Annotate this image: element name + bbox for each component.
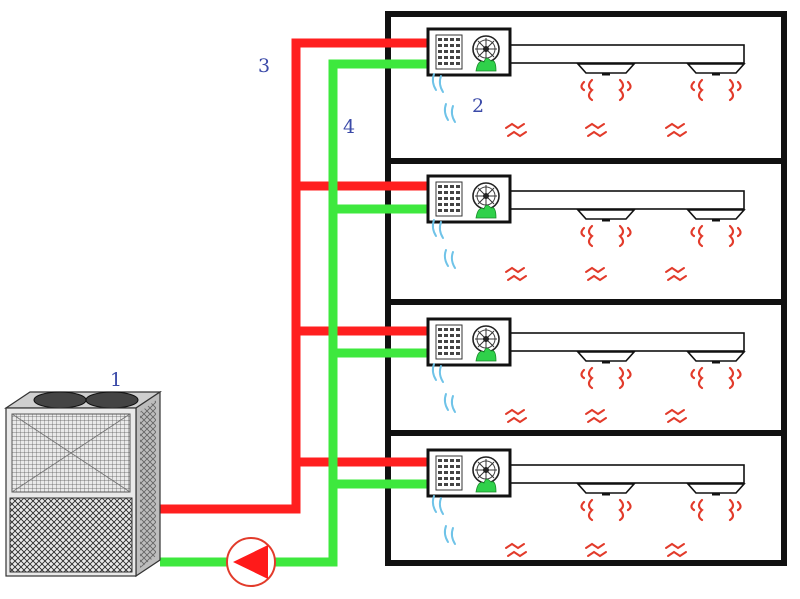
floor-4 <box>426 27 745 137</box>
condensate-drips <box>431 363 456 413</box>
diffuser-right <box>687 63 745 77</box>
room-heat-3 <box>665 543 687 557</box>
condensate-drips <box>431 73 456 123</box>
diffuser-left <box>577 63 635 77</box>
heat-waves-right <box>690 78 742 102</box>
outdoor-unit-base-grille <box>9 497 133 573</box>
floor-1 <box>426 448 745 557</box>
label-outdoor-unit: 1 <box>110 369 122 391</box>
heat-waves-right <box>690 366 742 390</box>
pump <box>226 537 276 587</box>
condensate-drips <box>431 495 456 545</box>
fan-coil-unit <box>426 317 512 367</box>
supply-pipe <box>160 38 428 514</box>
room-heat-1 <box>505 543 527 557</box>
diffuser-left <box>577 351 635 365</box>
diffuser-left <box>577 209 635 223</box>
fan-coil-unit <box>426 174 512 224</box>
room-heat-1 <box>505 123 527 137</box>
room-heat-3 <box>665 123 687 137</box>
fan-right-icon <box>85 391 139 409</box>
room-heat-3 <box>665 409 687 423</box>
diffuser-right <box>687 209 745 223</box>
duct <box>509 190 745 210</box>
fan-coil-unit <box>426 27 512 77</box>
room-heat-1 <box>505 409 527 423</box>
return-pipe <box>160 59 428 567</box>
floor-2 <box>426 317 745 423</box>
room-heat-2 <box>585 123 607 137</box>
room-heat-2 <box>585 543 607 557</box>
heat-waves-left <box>580 78 632 102</box>
fan-coil-unit <box>426 448 512 498</box>
outdoor-unit <box>4 390 162 578</box>
supply-riser <box>160 38 428 514</box>
pump-triangle <box>233 545 268 579</box>
room-heat-2 <box>585 267 607 281</box>
label-supply-pipe: 3 <box>258 55 270 77</box>
label-return-pipe: 4 <box>343 116 355 138</box>
heat-waves-left <box>580 366 632 390</box>
diffuser-right <box>687 483 745 497</box>
heat-waves-right <box>690 224 742 248</box>
label-fan-coil: 2 <box>472 95 484 117</box>
building <box>385 11 787 566</box>
room-heat-3 <box>665 267 687 281</box>
building-outer-frame <box>385 11 787 566</box>
room-heat-1 <box>505 267 527 281</box>
condensate-drips <box>431 219 456 269</box>
duct <box>509 464 745 484</box>
duct <box>509 332 745 352</box>
room-heat-2 <box>585 409 607 423</box>
diffuser-left <box>577 483 635 497</box>
diffuser-right <box>687 351 745 365</box>
heat-waves-right <box>690 498 742 522</box>
duct <box>509 44 745 64</box>
fan-left-icon <box>33 391 87 409</box>
heat-waves-left <box>580 498 632 522</box>
heat-waves-left <box>580 224 632 248</box>
return-riser <box>160 59 428 567</box>
floor-3 <box>426 174 745 281</box>
